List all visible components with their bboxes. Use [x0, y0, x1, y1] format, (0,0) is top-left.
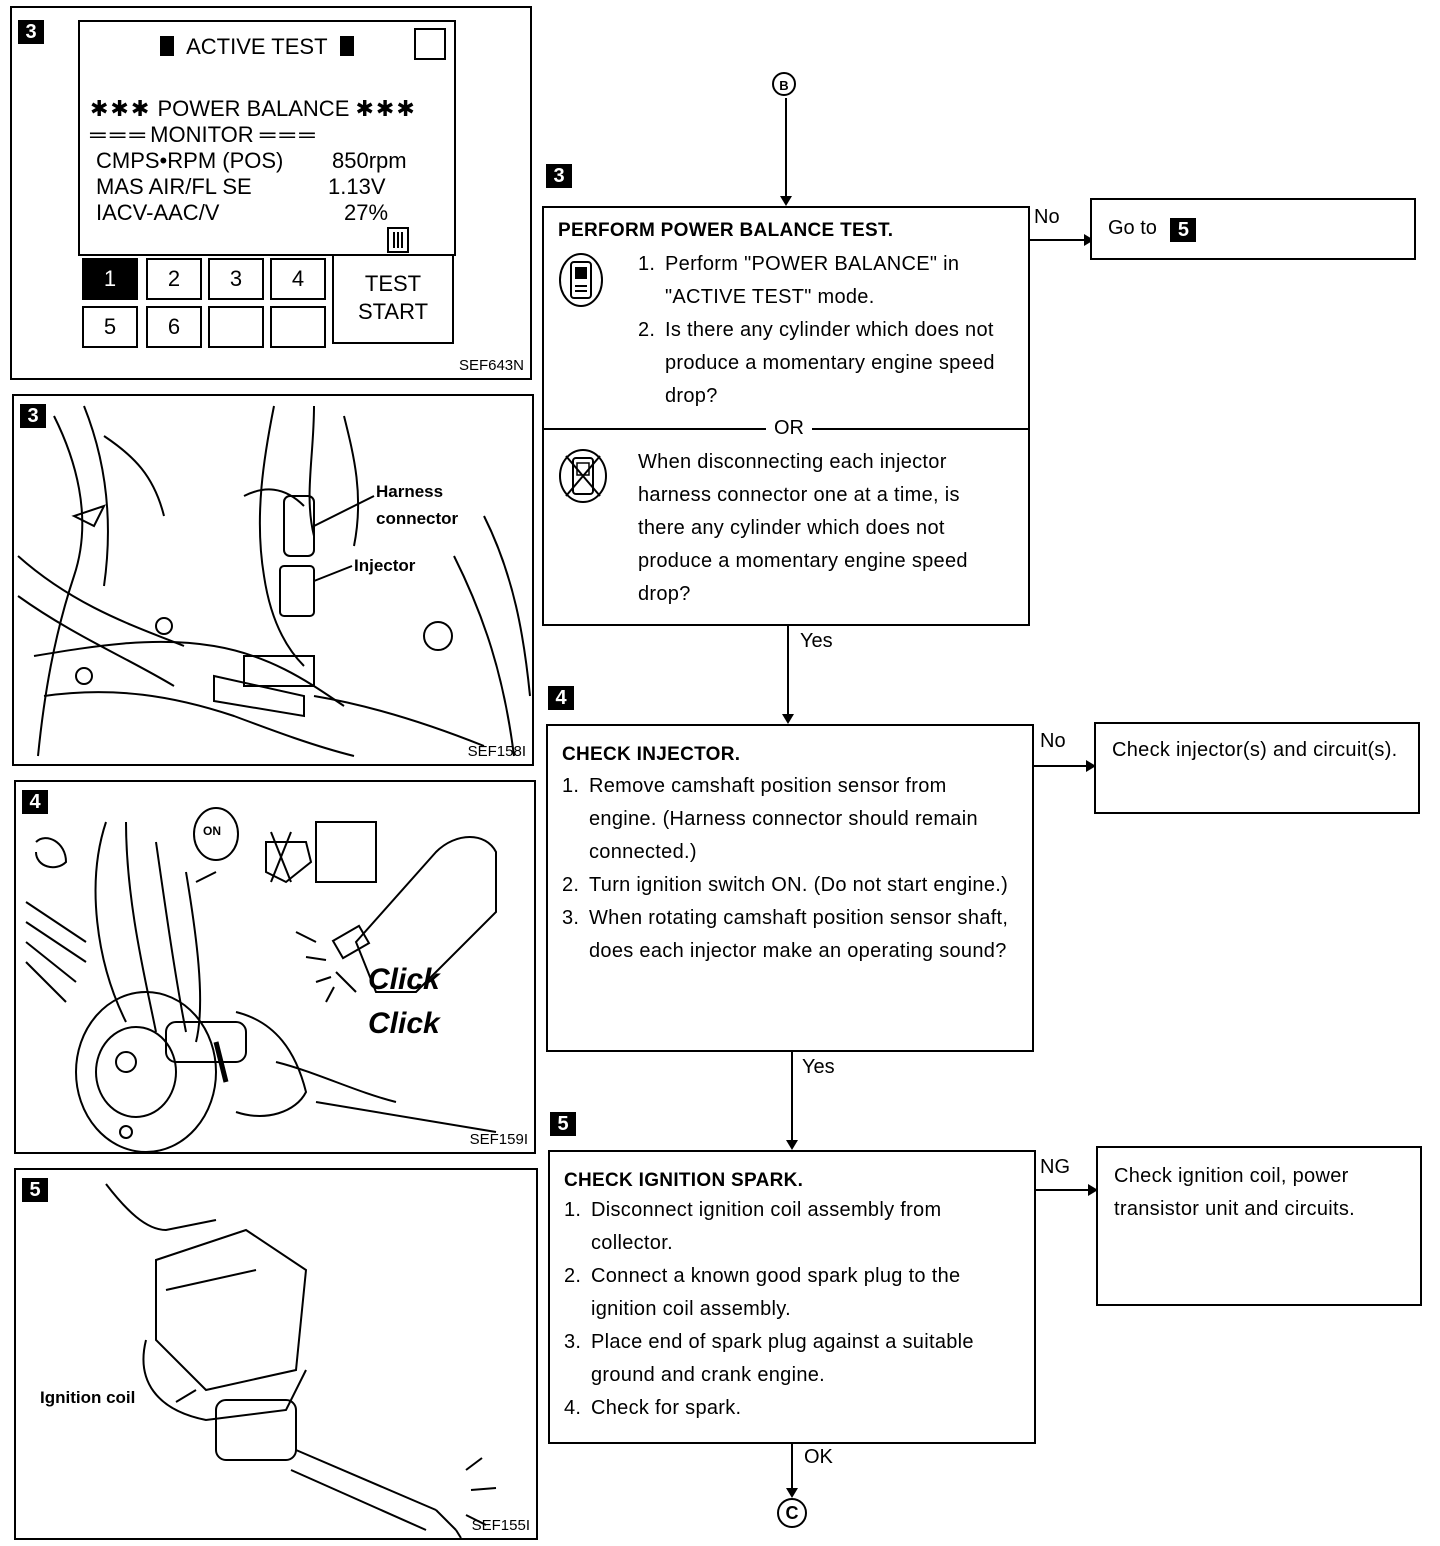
harness-connector-label: Harness connector — [376, 478, 458, 532]
consult-screen: ACTIVE TEST ✱✱✱ POWER BALANCE ✱✱✱ ═ ═ ═ … — [78, 20, 456, 256]
scroll-handle-icon[interactable] — [386, 226, 410, 254]
no-label: No — [1034, 206, 1060, 228]
test-start-line: TEST — [364, 271, 422, 296]
camshaft-sensor-illustration: 4 ON Clic — [14, 780, 536, 1154]
cylinder-button-5[interactable]: 5 — [82, 306, 138, 348]
figure-code: SEF155I — [471, 1517, 530, 1534]
test-start-line: START — [357, 299, 429, 324]
screen-title: ACTIVE TEST — [186, 34, 328, 59]
cylinder-button-6[interactable]: 6 — [146, 306, 202, 348]
injector-label: Injector — [354, 556, 416, 575]
list-item: 1.Disconnect ignition coil assembly from… — [564, 1199, 942, 1254]
list-item: 2.Is there any cylinder which does not p… — [638, 319, 995, 407]
flow-step-badge: 5 — [550, 1112, 576, 1136]
monitor-row-value: 27% — [344, 200, 389, 225]
list-item: 4.Check for spark. — [564, 1397, 742, 1419]
list-item: 3.Place end of spark plug against a suit… — [564, 1331, 974, 1386]
box-title: PERFORM POWER BALANCE TEST. — [558, 220, 894, 241]
key-on-label: ON — [203, 824, 221, 838]
monitor-row-name: MAS AIR/FL SE — [96, 174, 252, 199]
consult-screen-panel: 3 ACTIVE TEST ✱✱✱ POWER BALANCE ✱✱✱ ═ ═ … — [10, 6, 532, 380]
list-item: 3.When rotating camshaft position sensor… — [562, 907, 1009, 962]
step5-instructions: 1.Disconnect ignition coil assembly from… — [564, 1194, 1022, 1425]
check-injector-box: CHECK INJECTOR. 1.Remove camshaft positi… — [546, 724, 1034, 1052]
label-line: Harness — [376, 482, 444, 501]
check-injector-circuit-box: Check injector(s) and circuit(s). — [1094, 722, 1420, 814]
target-text: Check injector(s) and circuit(s). — [1112, 739, 1398, 761]
engine-harness-drawing — [17, 405, 531, 757]
ignition-coil-drawing — [105, 1183, 497, 1538]
monitor-heading: ═ ═ ═ MONITOR ═ ═ ═ — [90, 122, 315, 147]
connector-b: B — [772, 72, 796, 96]
step-badge: 5 — [22, 1178, 48, 1202]
flow-step-badge: 4 — [548, 686, 574, 710]
monitor-row-value: 850rpm — [332, 148, 407, 173]
screen-corner-box[interactable] — [414, 28, 446, 60]
monitor-row-name: IACV-AAC/V — [96, 200, 220, 225]
click-text: Click — [368, 1007, 440, 1040]
empty-button[interactable] — [270, 306, 326, 348]
empty-button[interactable] — [208, 306, 264, 348]
list-item: 2.Turn ignition switch ON. (Do not start… — [562, 874, 1009, 896]
monitor-row-value: 1.13V — [328, 174, 386, 199]
list-item: 1.Remove camshaft position sensor from e… — [562, 775, 978, 863]
check-ignition-spark-box: CHECK IGNITION SPARK. 1.Disconnect ignit… — [548, 1150, 1036, 1444]
cylinder-button-2[interactable]: 2 — [146, 258, 202, 300]
box-title: CHECK INJECTOR. — [562, 744, 741, 765]
cylinder-button-1[interactable]: 1 — [82, 258, 138, 300]
step-badge: 3 — [18, 20, 44, 44]
click-text: Click — [368, 963, 440, 996]
figure-code: SEF159I — [469, 1131, 528, 1148]
click-sound-label: Click Click — [368, 958, 440, 1046]
ignition-coil-label: Ignition coil — [40, 1388, 136, 1407]
figure-code: SEF158I — [467, 743, 526, 760]
box-title: CHECK IGNITION SPARK. — [564, 1170, 804, 1191]
cylinder-button-4[interactable]: 4 — [270, 258, 326, 300]
yes-label: Yes — [800, 630, 833, 652]
power-balance-test-box: PERFORM POWER BALANCE TEST. 1.Perform "P… — [542, 206, 1030, 626]
no-label: No — [1040, 730, 1066, 752]
ok-label: OK — [804, 1446, 833, 1468]
test-start-button[interactable]: TEST START — [332, 254, 454, 344]
step-badge: 3 — [20, 404, 46, 428]
power-balance-heading: ✱✱✱ POWER BALANCE ✱✱✱ — [90, 96, 417, 121]
step3-instructions: 1.Perform "POWER BALANCE" in "ACTIVE TES… — [638, 248, 1008, 413]
ng-label: NG — [1040, 1156, 1070, 1178]
cylinder-button-3[interactable]: 3 — [208, 258, 264, 300]
monitor-row-name: CMPS•RPM (POS) — [96, 148, 284, 173]
active-test-header: ACTIVE TEST — [160, 34, 354, 60]
no-consult-tool-icon — [559, 449, 607, 503]
go-to-text: Go to — [1108, 217, 1157, 239]
list-item: 2.Connect a known good spark plug to the… — [564, 1265, 961, 1320]
go-to-step5-box: Go to 5 — [1090, 198, 1416, 260]
connector-c: C — [777, 1498, 807, 1528]
target-text: Check ignition coil, power transistor un… — [1114, 1165, 1356, 1220]
hand-rotating-sensor-drawing — [25, 807, 497, 1152]
step3-alternative: When disconnecting each injector harness… — [638, 451, 968, 605]
figure-code: SEF643N — [458, 357, 524, 374]
label-line: connector — [376, 509, 459, 528]
ignition-coil-illustration: 5 Ignition coil SEF155I — [14, 1168, 538, 1540]
go-to-badge: 5 — [1170, 218, 1197, 242]
injector-harness-illustration: 3 Harness — [12, 394, 534, 766]
flow-step-badge: 3 — [546, 164, 572, 188]
yes-label: Yes — [802, 1056, 835, 1078]
or-label: OR — [766, 417, 812, 440]
check-ignition-coil-box: Check ignition coil, power transistor un… — [1096, 1146, 1422, 1306]
list-item: 1.Perform "POWER BALANCE" in "ACTIVE TES… — [638, 253, 960, 308]
step-badge: 4 — [22, 790, 48, 814]
step4-instructions: 1.Remove camshaft position sensor from e… — [562, 770, 1018, 968]
consult-tool-icon — [559, 253, 603, 307]
